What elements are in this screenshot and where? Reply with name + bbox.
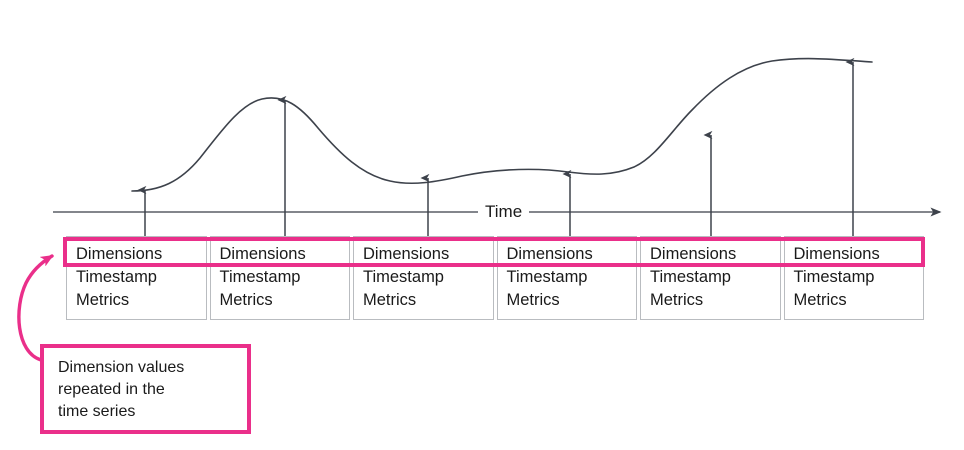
- record-field-dimensions: Dimensions: [506, 245, 593, 263]
- record-field-timestamp: Timestamp: [76, 268, 157, 286]
- record-box[interactable]: Dimensions Timestamp Metrics: [496, 236, 637, 320]
- record-box-row: Dimensions Timestamp Metrics Dimensions …: [66, 236, 924, 320]
- record-box[interactable]: Dimensions Timestamp Metrics: [353, 236, 494, 320]
- record-box[interactable]: Dimensions Timestamp Metrics: [66, 236, 207, 320]
- axis-label-time: Time: [478, 202, 530, 222]
- record-field-timestamp: Timestamp: [506, 268, 588, 286]
- record-field-dimensions: Dimensions: [650, 245, 737, 263]
- metric-value-curve: [131, 57, 873, 192]
- record-field-dimensions: Dimensions: [76, 245, 163, 263]
- record-field-metrics: Metrics: [76, 291, 130, 309]
- record-field-metrics: Metrics: [506, 291, 560, 309]
- callout-line: Dimension values: [58, 359, 185, 376]
- callout-line: repeated in the: [58, 381, 165, 398]
- record-field-metrics: Metrics: [650, 291, 704, 309]
- record-field-dimensions: Dimensions: [363, 245, 450, 263]
- callout-box: Dimension values repeated in the time se…: [40, 344, 251, 434]
- record-field-metrics: Metrics: [793, 291, 847, 309]
- record-field-timestamp: Timestamp: [363, 268, 444, 286]
- record-field-timestamp: Timestamp: [793, 268, 875, 286]
- record-field-timestamp: Timestamp: [219, 268, 301, 286]
- record-box[interactable]: Dimensions Timestamp Metrics: [640, 236, 781, 320]
- record-box[interactable]: Dimensions Timestamp Metrics: [783, 236, 924, 320]
- record-field-metrics: Metrics: [363, 291, 417, 309]
- record-field-dimensions: Dimensions: [793, 245, 880, 263]
- record-box[interactable]: Dimensions Timestamp Metrics: [209, 236, 350, 320]
- dimensions-highlight-rect: [63, 237, 925, 267]
- callout-line: time series: [58, 403, 136, 420]
- record-field-timestamp: Timestamp: [650, 268, 731, 286]
- record-field-metrics: Metrics: [219, 291, 273, 309]
- record-field-dimensions: Dimensions: [219, 245, 306, 263]
